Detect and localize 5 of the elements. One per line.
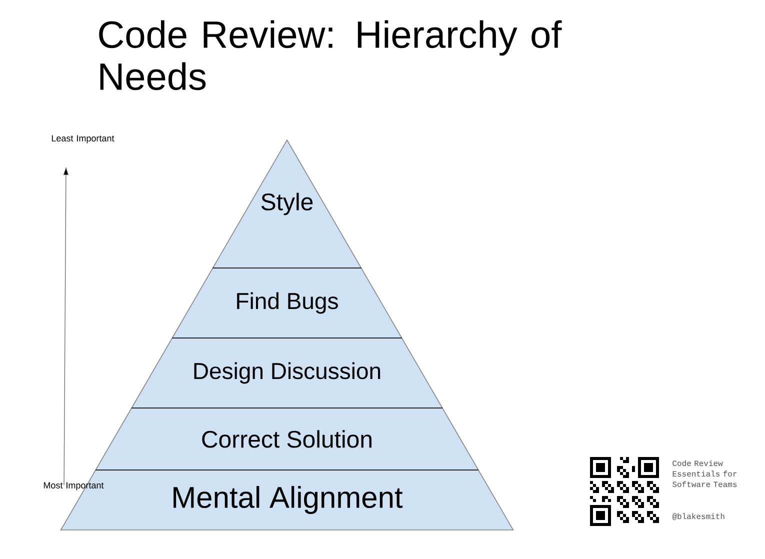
handle-text: @blakesmith <box>672 513 724 520</box>
title: Code Review: Hierarchy of Needs <box>99 20 562 90</box>
pyramid-band: Find Bugs <box>172 268 402 338</box>
note-text: Code Review Essentials for Software Teams <box>672 460 737 488</box>
axis-label: Least Important <box>52 135 114 144</box>
